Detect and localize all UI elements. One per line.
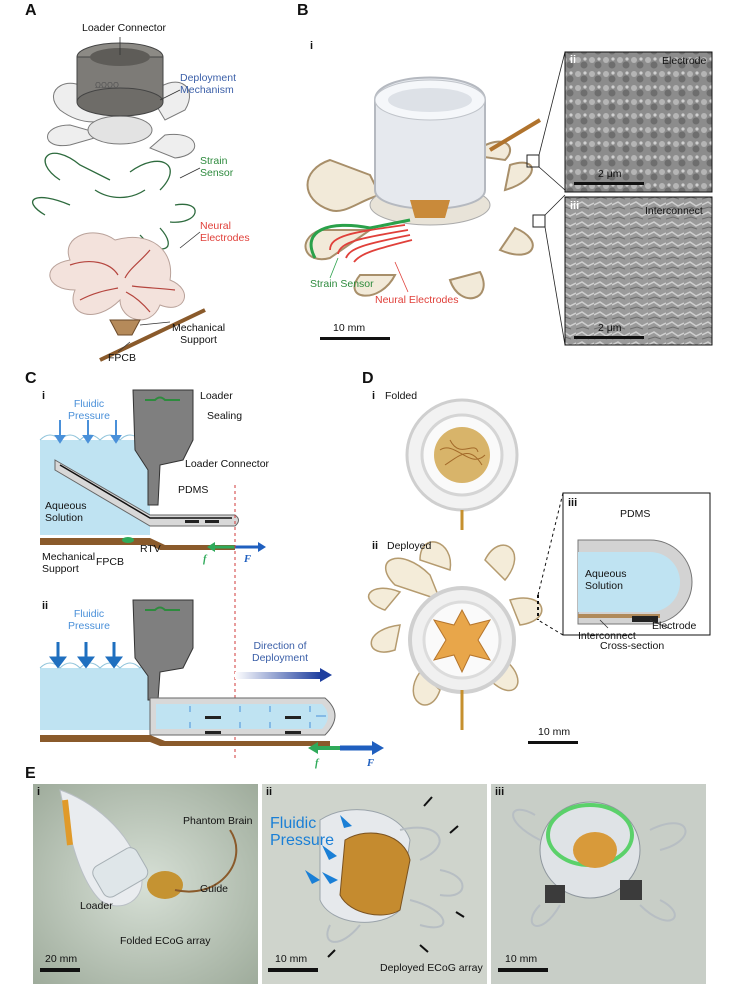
panel-label-d: D [362, 370, 374, 387]
c-f-small-2-label: f [315, 758, 319, 769]
b-scale-main-label: 10 mm [333, 322, 366, 334]
b-electrode-label: Electrode [662, 55, 707, 67]
c-fluidic-pressure-2-label: Fluidic Pressure [68, 608, 111, 632]
e-sub-iii: iii [495, 786, 505, 798]
c-aqueous-label: Aqueous Solution [45, 500, 87, 524]
c-mech-support-label: Mechanical Support [42, 551, 96, 575]
panel-label-a: A [25, 2, 37, 19]
e-scale-ii-label: 10 mm [275, 953, 308, 965]
panel-label-e: E [25, 765, 36, 782]
c-sub-i: i [42, 390, 46, 402]
e-folded-ecog-label: Folded ECoG array [120, 935, 211, 947]
c-sub-ii: ii [42, 600, 49, 612]
d-cross-section-label: Cross-section [600, 640, 665, 652]
e-fluidic-pressure-label: Fluidic Pressure [270, 815, 335, 849]
c-loader-label: Loader [200, 390, 233, 402]
e-deployed-ecog-label: Deployed ECoG array [380, 962, 483, 974]
e-sub-ii: ii [266, 786, 273, 798]
c-pdms-label: PDMS [178, 484, 209, 496]
e-phantom-brain-label: Phantom Brain [183, 815, 253, 827]
e-scale-i-label: 20 mm [45, 953, 78, 965]
a-deployment-mechanism-label: Deployment Mechanism [180, 72, 237, 96]
d-interconnect-label: Interconnect [578, 630, 636, 642]
c-fluidic-pressure-label: Fluidic Pressure [68, 398, 111, 422]
c-F-big-label: F [244, 554, 252, 565]
d-sub-ii: ii [372, 540, 379, 552]
b-scale-iii-label: 2 μm [598, 322, 622, 334]
c-direction-label: Direction of Deployment [252, 640, 309, 664]
b-interconnect-label: Interconnect [645, 205, 703, 217]
panel-d-photos [367, 398, 711, 744]
d-folded-label: Folded [385, 390, 418, 402]
panel-label-c: C [25, 370, 37, 387]
panel-b-photo [304, 51, 713, 346]
e-scale-iii-label: 10 mm [505, 953, 538, 965]
d-electrode-label: Electrode [652, 620, 697, 632]
c-f-small-label: f [203, 554, 207, 565]
a-neural-electrodes-label: Neural Electrodes [200, 220, 250, 244]
b-sub-i: i [310, 40, 314, 52]
panel-a-illustration: ΩΩΩΩ [32, 37, 206, 362]
e-loader-label: Loader [80, 900, 113, 912]
c-F-big-2-label: F [367, 758, 375, 769]
b-sub-iii: iii [570, 200, 580, 212]
d-scale-label: 10 mm [538, 726, 571, 738]
d-pdms-label: PDMS [620, 508, 651, 520]
b-neural-electrodes-label: Neural Electrodes [375, 294, 459, 306]
d-deployed-label: Deployed [387, 540, 432, 552]
e-sub-i: i [37, 786, 41, 798]
a-mechanical-support-label: Mechanical Support [172, 322, 226, 346]
panel-c-schematic [39, 389, 384, 760]
panel-label-b: B [297, 2, 309, 19]
b-scale-ii-label: 2 μm [598, 168, 622, 180]
b-strain-sensor-label: Strain Sensor [310, 278, 374, 290]
a-loader-connector-label: Loader Connector [82, 22, 167, 34]
d-aqueous-label: Aqueous Solution [585, 568, 627, 592]
c-fpcb-label: FPCB [96, 556, 125, 568]
panel-e-photos [33, 784, 706, 984]
svg-text:ΩΩΩΩ: ΩΩΩΩ [95, 81, 119, 90]
d-sub-i: i [372, 390, 376, 402]
c-rtv-label: RTV [140, 543, 161, 555]
c-loader-connector-label: Loader Connector [185, 458, 270, 470]
e-guide-label: Guide [200, 883, 229, 895]
b-sub-ii: ii [570, 54, 577, 66]
a-fpcb-label: FPCB [108, 352, 137, 364]
d-sub-iii: iii [568, 497, 578, 509]
c-sealing-label: Sealing [207, 410, 243, 422]
a-strain-sensor-label: Strain Sensor [200, 155, 234, 179]
